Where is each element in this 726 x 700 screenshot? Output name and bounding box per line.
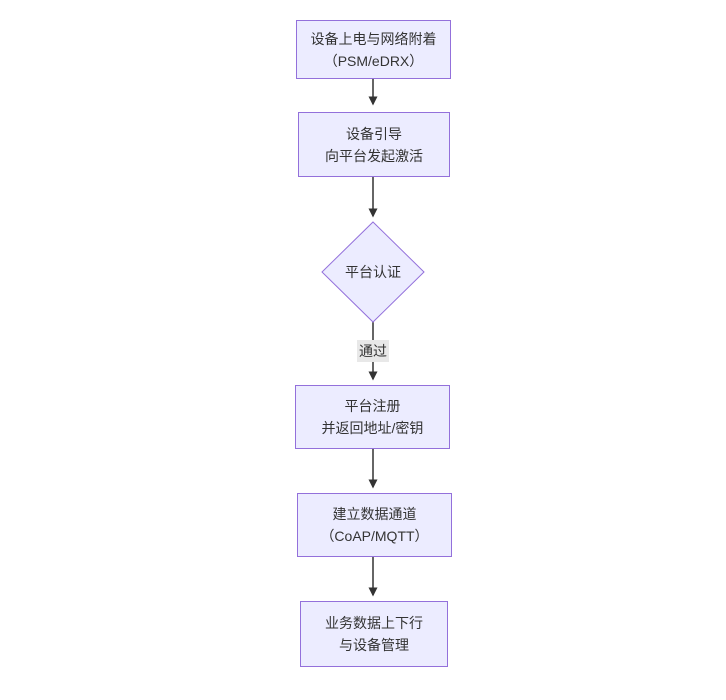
decision-diamond-shape [321,221,425,323]
node-text-line: 业务数据上下行 [325,615,423,631]
node-text-line: 向平台发起激活 [325,147,423,164]
node-text-line: 并返回地址/密钥 [321,420,424,436]
node-text-line: 设备上电与网络附着 [310,30,437,47]
node-business-data: 业务数据上下行 与设备管理 [300,601,448,667]
node-platform-register: 平台注册 并返回地址/密钥 [295,385,450,449]
node-text-line: 设备引导 [346,125,402,142]
node-device-bootstrap: 设备引导 向平台发起激活 [298,112,450,177]
node-text-line: 建立数据通道 [332,506,417,522]
edge-label-pass: 通过 [357,340,389,362]
decision-platform-auth-label: 平台认证 [345,264,401,280]
node-text-line: 平台注册 [344,398,401,414]
node-data-channel: 建立数据通道 （CoAP/MQTT） [297,493,452,557]
node-power-network-attach: 设备上电与网络附着 （PSM/eDRX） [296,20,451,79]
node-text-line: （CoAP/MQTT） [320,528,429,544]
node-text-line: 与设备管理 [339,637,409,653]
node-text-line: （PSM/eDRX） [323,52,424,69]
